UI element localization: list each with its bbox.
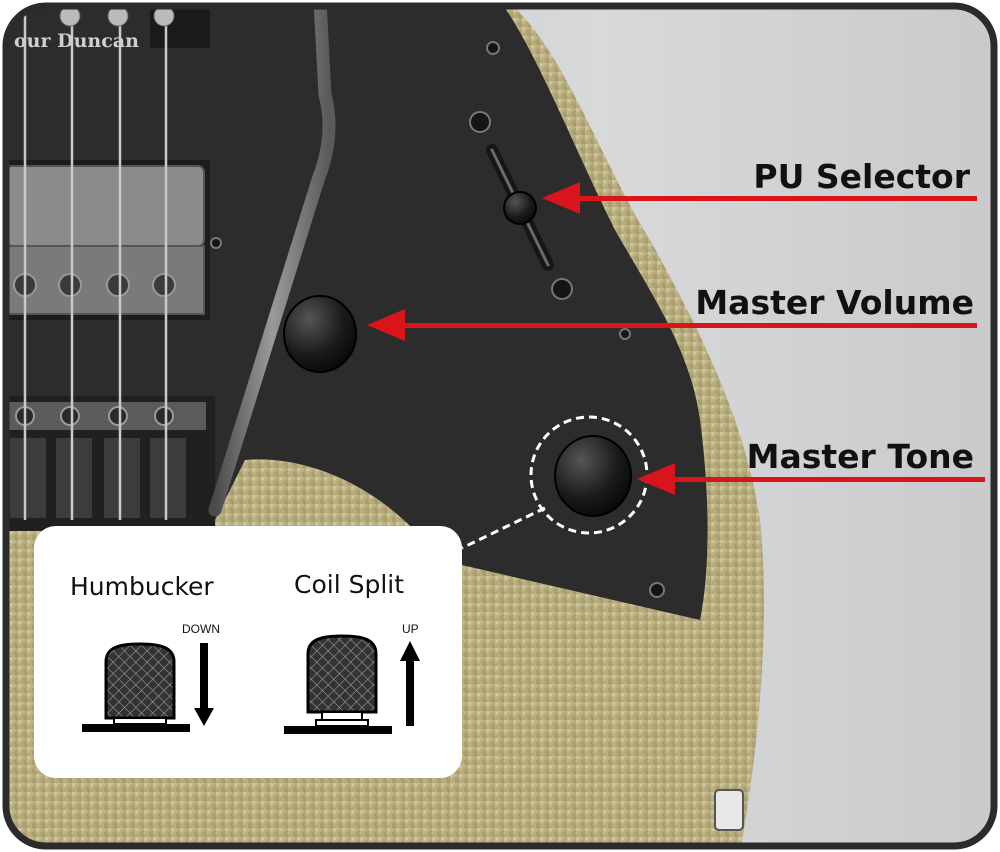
- logo-text: our Duncan: [14, 30, 139, 52]
- screws: [210, 41, 665, 598]
- callout-arrows: [367, 182, 985, 495]
- humbucker-title: Humbucker: [70, 572, 214, 601]
- coil-split-title: Coil Split: [294, 570, 405, 599]
- inset-illustration: [82, 634, 420, 734]
- neck-pickup: [6, 160, 210, 320]
- tremolo-arm: [208, 6, 336, 517]
- output-jack: [714, 789, 744, 831]
- master-volume-label: Master Volume: [695, 283, 974, 322]
- bridge: [6, 396, 215, 531]
- coil-split-knob-icon: [284, 634, 392, 734]
- master-volume-knob: [283, 295, 357, 373]
- pu-selector-switch: [486, 144, 554, 271]
- up-label: UP: [402, 622, 419, 636]
- down-arrow-icon: [194, 643, 214, 726]
- down-label: DOWN: [182, 622, 220, 636]
- up-arrow-icon: [400, 641, 420, 726]
- inset-connector: [461, 506, 546, 550]
- humbucker-knob-icon: [82, 642, 190, 732]
- master-tone-label: Master Tone: [746, 437, 974, 476]
- tone-knob-inset: Humbucker Coil Split DOWN UP: [34, 526, 462, 778]
- strings: [23, 6, 168, 520]
- pu-selector-label: PU Selector: [753, 157, 970, 196]
